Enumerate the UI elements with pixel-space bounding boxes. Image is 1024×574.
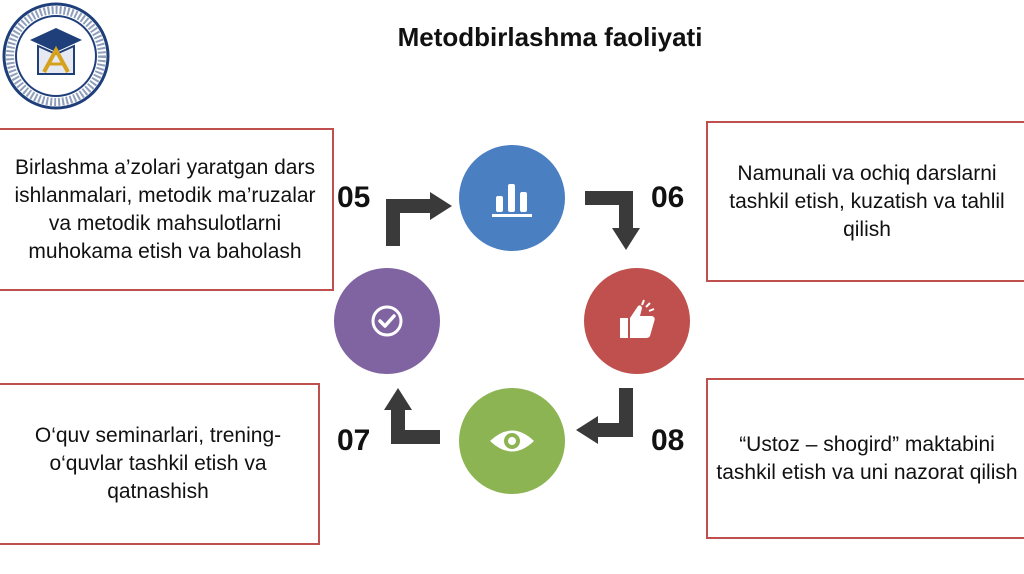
- step-07-text: O‘quv seminarlari, trening-o‘quvlar tash…: [34, 424, 282, 503]
- step-08-box: “Ustoz – shogird” maktabini tashkil etis…: [706, 378, 1024, 539]
- arrow-06-to-08: [585, 191, 633, 230]
- step-07-number: 07: [337, 424, 371, 457]
- step-08-text: “Ustoz – shogird” maktabini tashkil etis…: [716, 432, 1018, 484]
- bar-chart-icon: [492, 184, 532, 217]
- step-05-box: Birlashma a’zolari yaratgan dars ishlanm…: [0, 128, 334, 291]
- step-06-text: Namunali va ochiq darslarni tashkil etis…: [729, 161, 1005, 241]
- arrow-05-to-06: [386, 199, 432, 246]
- arrow-07-to-05: [391, 408, 440, 444]
- step-08-number: 08: [651, 424, 685, 457]
- step-07-box: O‘quv seminarlari, trening-o‘quvlar tash…: [0, 383, 320, 545]
- school-logo: [2, 2, 110, 110]
- checkmark-circle: [334, 268, 440, 374]
- step-05-number: 05: [337, 181, 371, 214]
- arrow-08-to-07: [596, 388, 633, 437]
- step-05-text: Birlashma a’zolari yaratgan dars ishlanm…: [14, 155, 316, 263]
- thumbs-up-circle: [584, 268, 690, 374]
- step-06-number: 06: [651, 181, 685, 214]
- checkmark-icon: [371, 305, 403, 337]
- eye-icon: [490, 430, 534, 452]
- chart-circle: [459, 145, 565, 251]
- page-title: Metodbirlashma faoliyati: [397, 22, 703, 52]
- step-06-box: Namunali va ochiq darslarni tashkil etis…: [706, 121, 1024, 282]
- eye-circle: [459, 388, 565, 494]
- thumbs-up-icon: [620, 299, 655, 338]
